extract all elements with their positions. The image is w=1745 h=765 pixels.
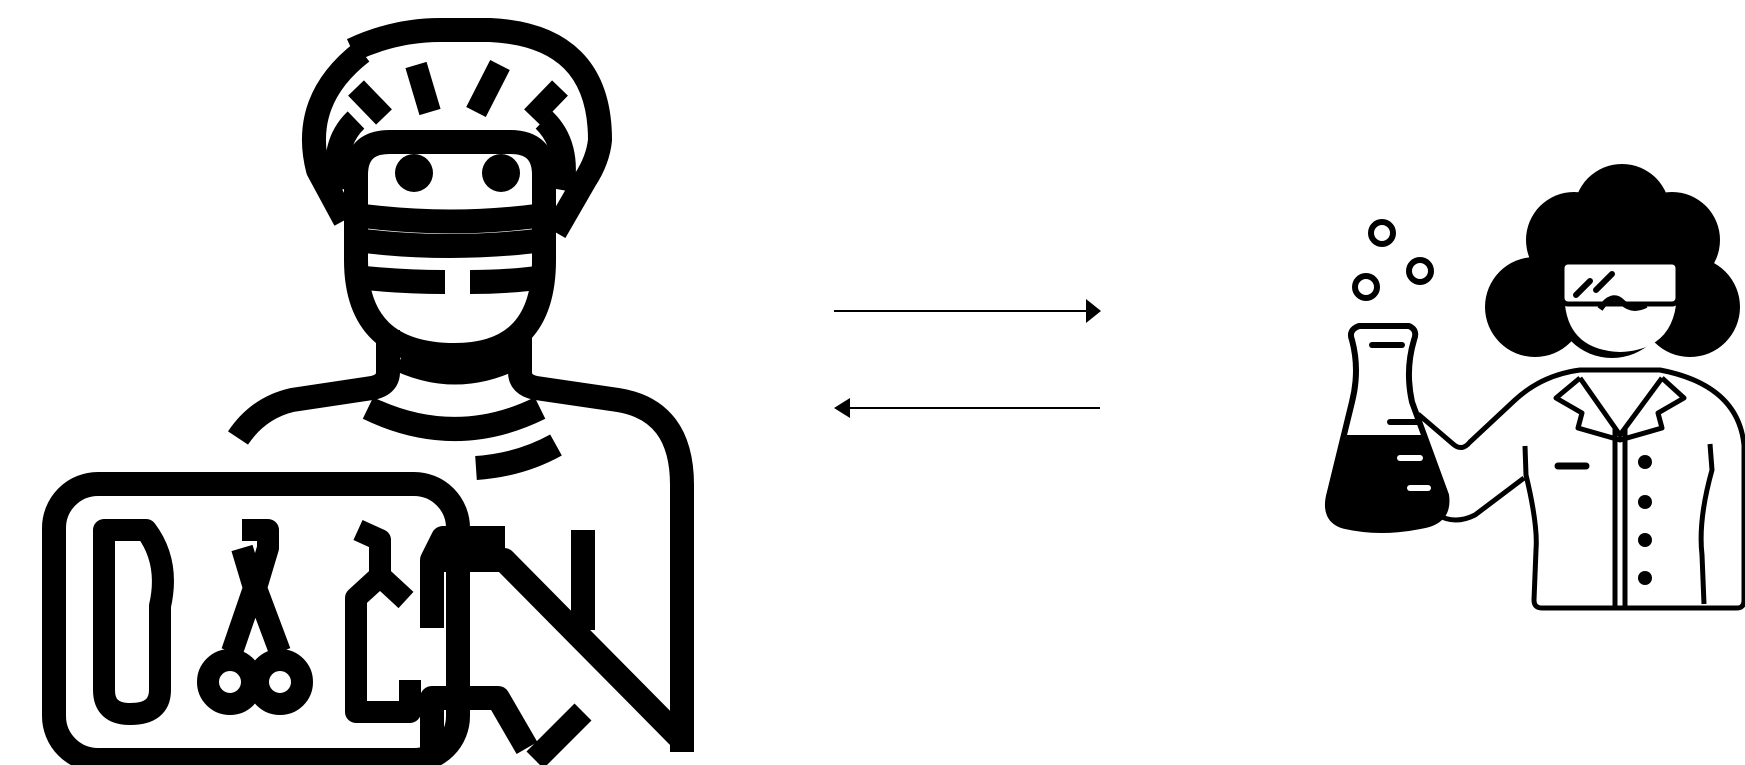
surgeon-collar — [368, 408, 540, 429]
scissors-ring-right — [258, 660, 302, 704]
scientist-coat — [1418, 370, 1744, 608]
coat-lapels — [1556, 378, 1684, 440]
coat-buttons — [1638, 455, 1652, 585]
scissors-icon — [232, 530, 280, 652]
surgeon-eyes — [395, 154, 520, 192]
forceps-icon — [356, 530, 410, 712]
surgeon-collar-inner — [400, 360, 510, 373]
surgeon-neck — [238, 330, 388, 438]
flask-liquid — [1328, 435, 1447, 530]
coat-left-arm — [1438, 478, 1524, 520]
exchange-arrows — [834, 299, 1101, 418]
flask-bubbles — [1355, 222, 1431, 298]
coat-center-line — [1615, 428, 1712, 606]
surgical-instruments — [104, 530, 410, 714]
surgeon-neck-right — [520, 330, 682, 752]
surgeon-cap-spikes — [356, 65, 560, 117]
surgeon-icon — [54, 30, 682, 760]
surgeon-shoulder-mark — [476, 445, 556, 468]
scientist-icon — [1328, 164, 1744, 608]
arrow-to-surgeon-head — [834, 398, 850, 418]
surgeon-mask-band — [356, 240, 544, 246]
scissors-ring-left — [208, 660, 252, 704]
surgeon-mask-line — [356, 277, 544, 282]
arrow-to-scientist-head — [1086, 299, 1101, 323]
scalpel-icon — [104, 530, 163, 714]
